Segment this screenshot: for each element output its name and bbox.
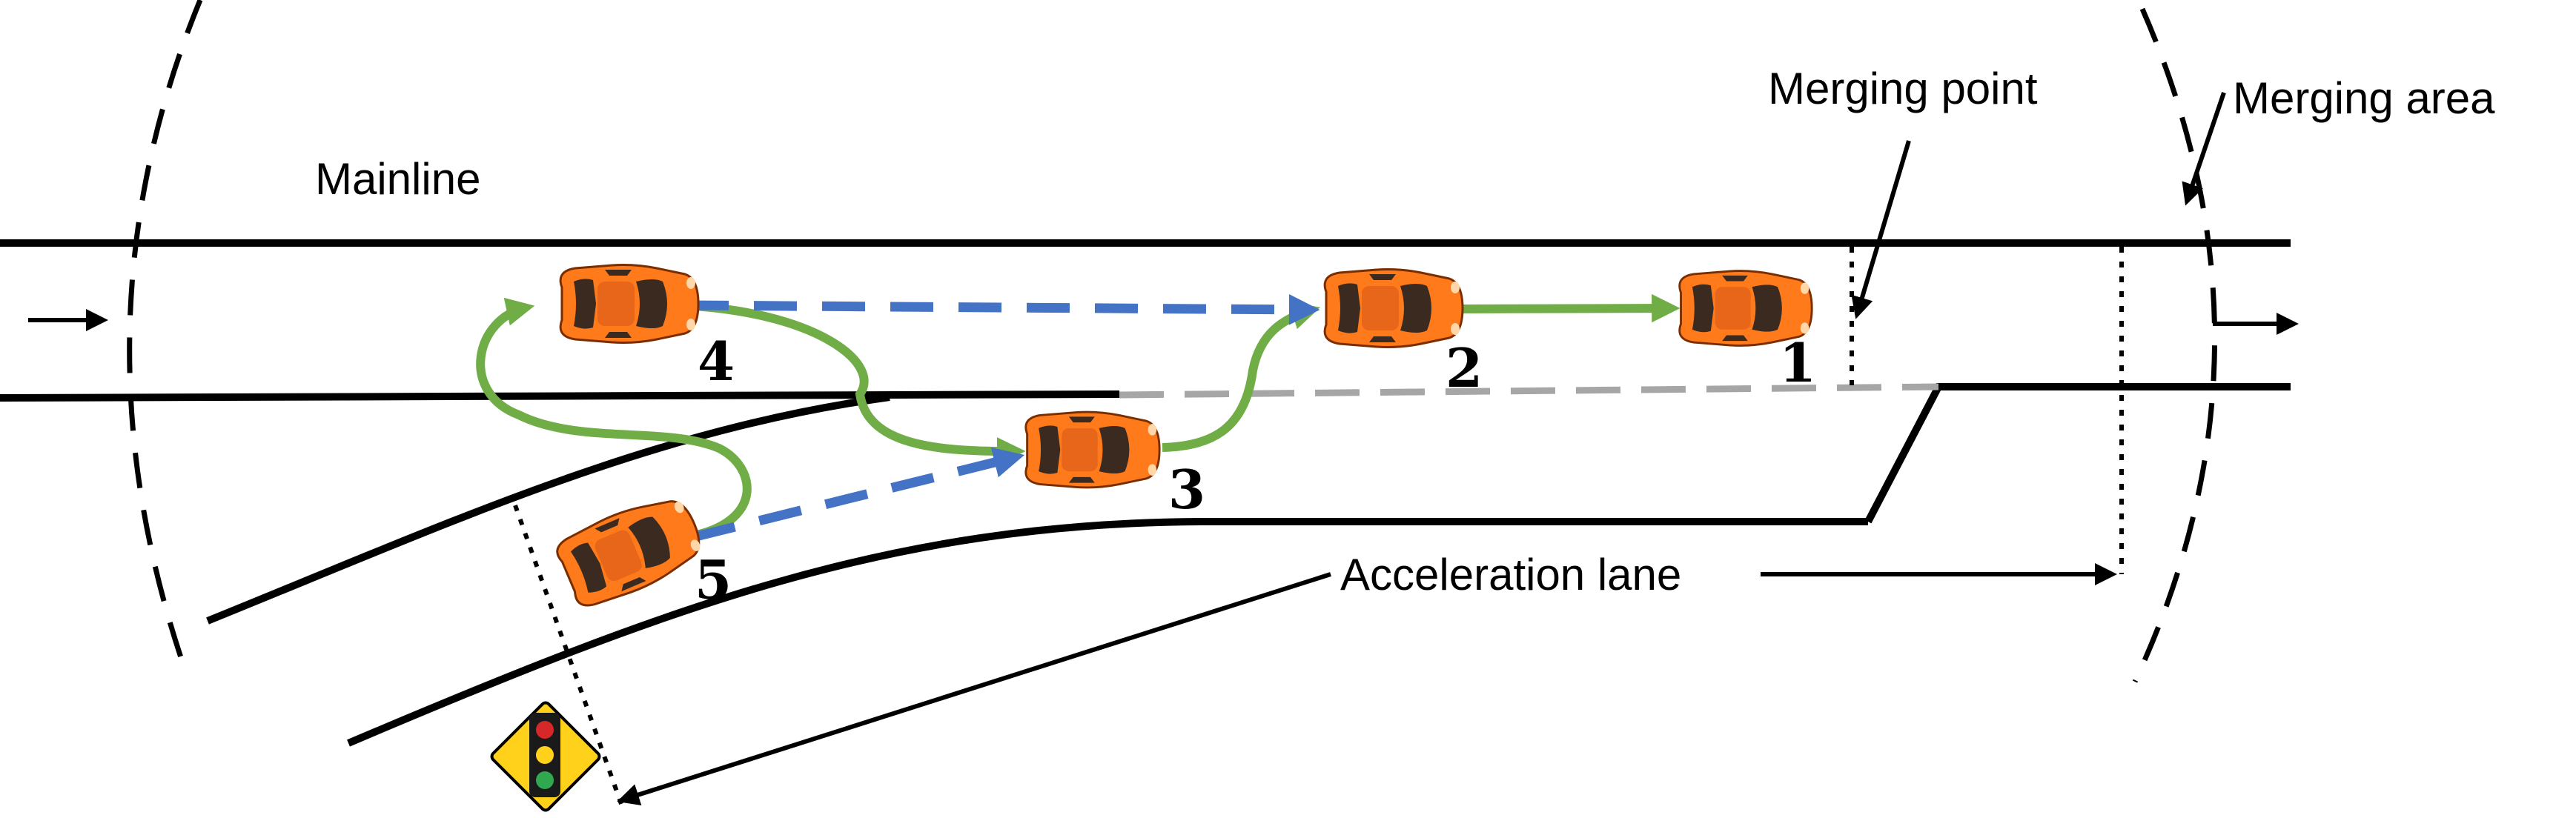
vehicle-5-number: 5 bbox=[695, 548, 732, 611]
vehicle-1-number: 1 bbox=[1779, 331, 1816, 394]
traffic-signal-warning-sign-icon bbox=[490, 701, 601, 812]
mainline-bottom-edge-right bbox=[1864, 383, 2291, 524]
merging-area-leader bbox=[2182, 92, 2226, 206]
vehicle-3-car-icon bbox=[1024, 410, 1161, 489]
acceleration-lane-label: Acceleration lane bbox=[1340, 550, 1681, 599]
merging-point-label: Merging point bbox=[1768, 64, 2038, 113]
vehicle-2-number: 2 bbox=[1446, 336, 1483, 399]
vehicle-5-car-icon bbox=[551, 486, 711, 614]
ramp-lower-edge bbox=[347, 518, 1868, 747]
acceleration-lane-left-arrow bbox=[617, 572, 1331, 806]
merging-area-boundary-right bbox=[2132, 7, 2217, 683]
blue-path-5-to-3 bbox=[692, 447, 1025, 542]
lane-divider bbox=[1119, 383, 1939, 399]
mainline-bottom-edge-left bbox=[0, 390, 1120, 402]
vehicle-2-car-icon bbox=[1323, 268, 1464, 348]
green-path-4-to-3 bbox=[680, 301, 1026, 466]
ramp-upper-edge bbox=[206, 393, 890, 625]
green-path-2-to-1 bbox=[1456, 293, 1681, 323]
vehicle-4-car-icon bbox=[559, 264, 700, 344]
mainline-label: Mainline bbox=[315, 154, 480, 204]
vehicle-3-number: 3 bbox=[1168, 458, 1205, 521]
merging-point-leader bbox=[1851, 140, 1911, 319]
merging-area-label: Merging area bbox=[2233, 73, 2495, 123]
green-path-5-to-4 bbox=[476, 297, 752, 539]
green-path-3-to-2 bbox=[1162, 302, 1321, 452]
merging-area-boundary-left bbox=[127, 0, 203, 672]
blue-path-4-to-2 bbox=[685, 293, 1320, 325]
vehicle-4-number: 4 bbox=[698, 330, 735, 393]
